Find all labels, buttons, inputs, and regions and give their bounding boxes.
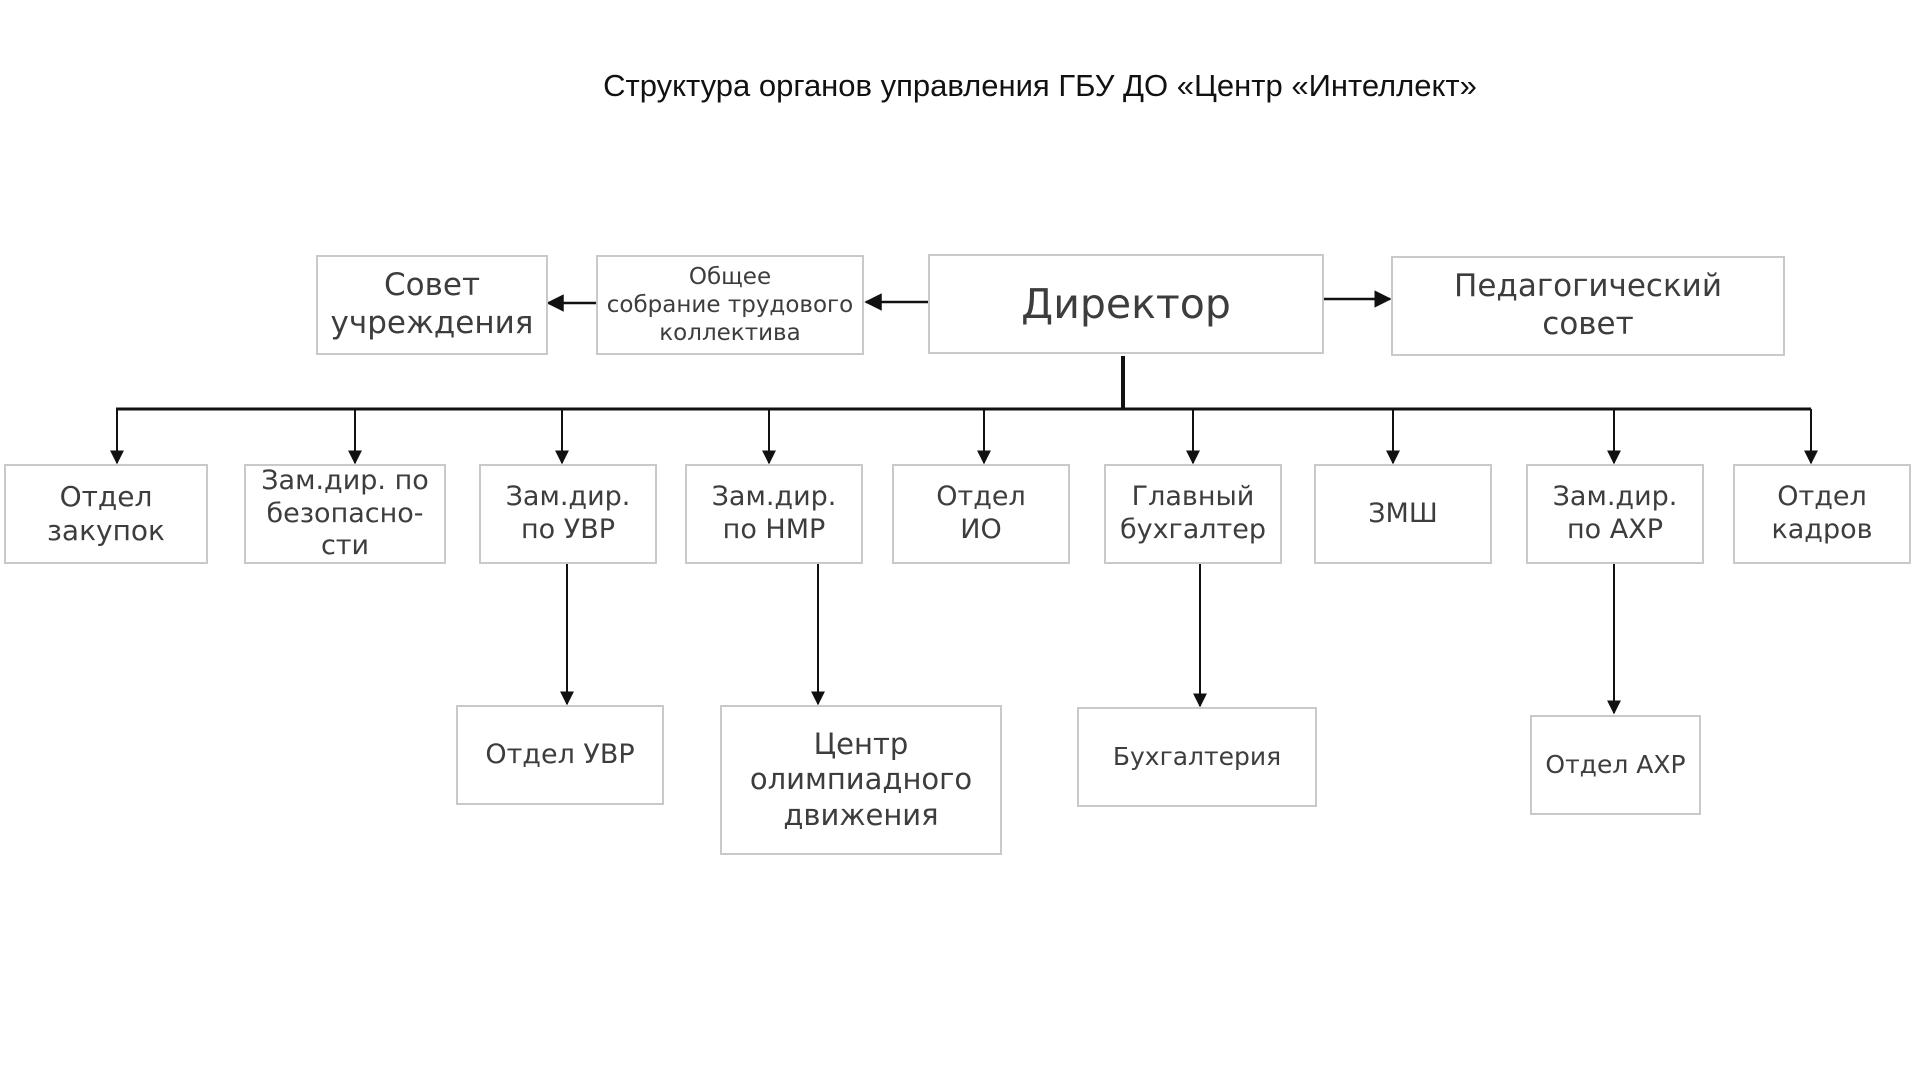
node-dept-io: Отдел ИО <box>892 464 1070 564</box>
node-accounting-label: Бухгалтерия <box>1112 741 1282 771</box>
node-zmsh: ЗМШ <box>1314 464 1492 564</box>
node-deputy-nmr-label: Зам.дир. по НМР <box>711 481 837 545</box>
node-deputy-ahr: Зам.дир. по АХР <box>1526 464 1704 564</box>
node-director: Директор <box>928 254 1324 354</box>
node-deputy-uvr-label: Зам.дир. по УВР <box>505 481 631 545</box>
node-chief-accountant-label: Главный бухгалтер <box>1119 481 1267 545</box>
node-general-meeting-label: Общее собрание трудового коллектива <box>606 263 854 347</box>
node-general-meeting: Общее собрание трудового коллектива <box>596 255 864 355</box>
node-council-label: Совет учреждения <box>330 267 534 341</box>
node-ped-council-label: Педагогический совет <box>1454 268 1722 342</box>
node-procurement-label: Отдел закупок <box>47 479 165 547</box>
node-accounting: Бухгалтерия <box>1077 707 1317 807</box>
node-procurement: Отдел закупок <box>4 464 208 564</box>
node-deputy-nmr: Зам.дир. по НМР <box>685 464 863 564</box>
node-director-label: Директор <box>1021 279 1231 328</box>
node-hr-dept-label: Отдел кадров <box>1771 481 1873 545</box>
node-dept-uvr-label: Отдел УВР <box>485 738 635 770</box>
node-dept-uvr: Отдел УВР <box>456 705 664 805</box>
node-zmsh-label: ЗМШ <box>1368 497 1438 529</box>
node-dept-ahr-label: Отдел АХР <box>1545 749 1686 779</box>
node-ped-council: Педагогический совет <box>1391 256 1785 356</box>
node-deputy-security-label: Зам.дир. по безопасно- сти <box>261 464 429 562</box>
node-chief-accountant: Главный бухгалтер <box>1104 464 1282 564</box>
node-deputy-uvr: Зам.дир. по УВР <box>479 464 657 564</box>
node-olympiad-center: Центр олимпиадного движения <box>720 705 1002 855</box>
node-olympiad-center-label: Центр олимпиадного движения <box>749 726 973 832</box>
node-deputy-security: Зам.дир. по безопасно- сти <box>244 464 446 564</box>
node-dept-io-label: Отдел ИО <box>936 481 1026 545</box>
node-council: Совет учреждения <box>316 255 548 355</box>
node-hr-dept: Отдел кадров <box>1733 464 1911 564</box>
diagram-title: Структура органов управления ГБУ ДО «Цен… <box>603 68 1477 103</box>
node-dept-ahr: Отдел АХР <box>1530 715 1701 815</box>
node-deputy-ahr-label: Зам.дир. по АХР <box>1552 481 1678 545</box>
